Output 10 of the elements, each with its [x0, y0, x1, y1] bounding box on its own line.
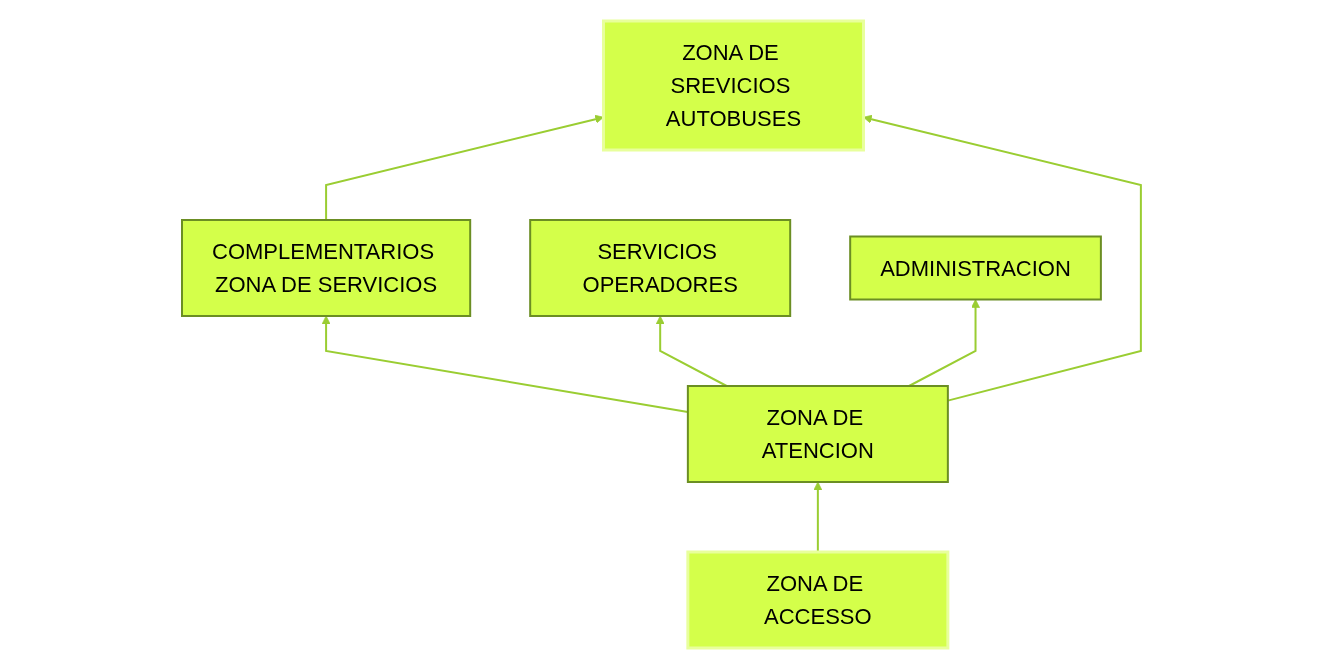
arrow [863, 114, 1142, 402]
node-box: SERVICIOS OPERADORES [529, 218, 792, 317]
node-box: COMPLEMENTARIOS ZONA DE SERVICIOS [181, 218, 472, 317]
node-box: ZONA DE ACCESSO [686, 550, 950, 649]
node-box: ZONA DE SREVICIOS AUTOBUSES [602, 19, 866, 151]
arrow [655, 315, 728, 387]
node-box: ADMINISTRACION [849, 235, 1102, 300]
arrow [908, 298, 980, 387]
arrow [325, 114, 604, 221]
node-box: ZONA DE ATENCION [686, 384, 949, 483]
